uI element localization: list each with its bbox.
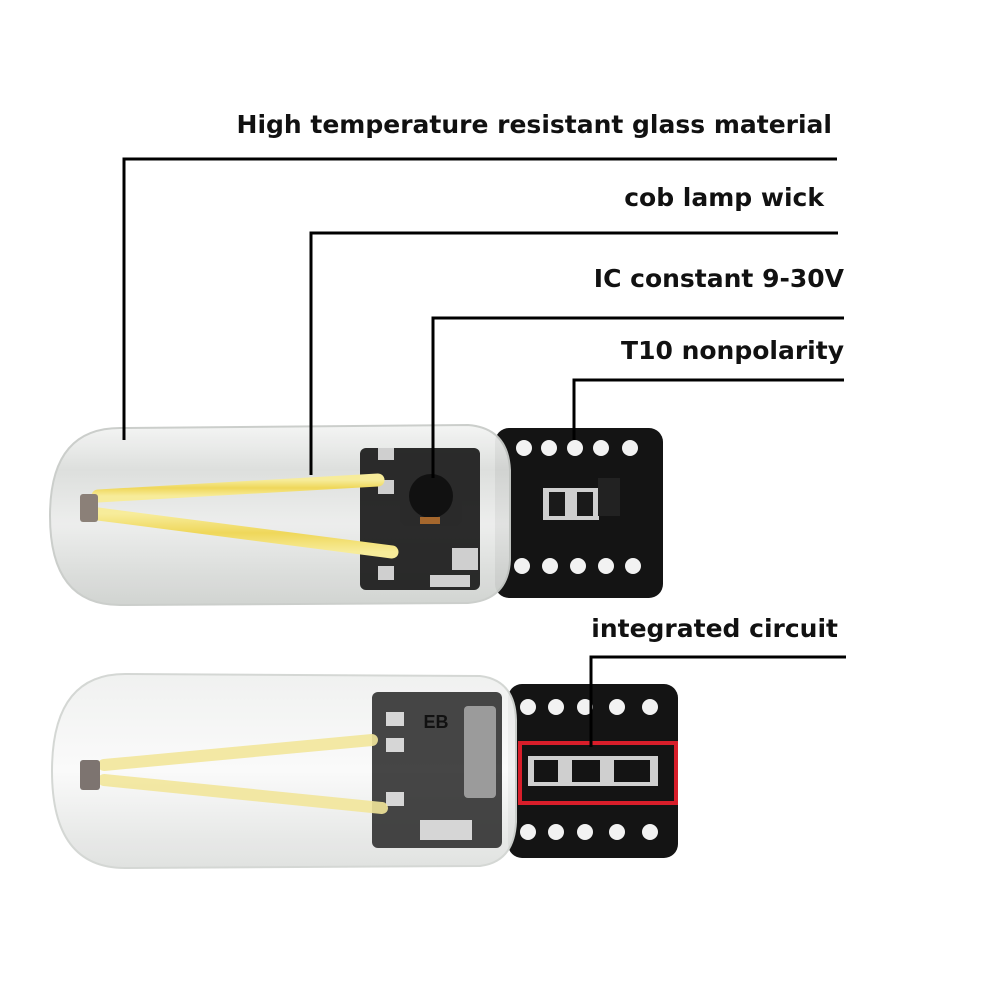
top-smd-components xyxy=(543,478,620,520)
top-filament-upper xyxy=(91,473,385,503)
leader-glass xyxy=(122,157,837,440)
top-ic-inductor xyxy=(400,466,462,526)
top-filament-tip xyxy=(80,494,98,522)
bottom-bulb: EB xyxy=(50,672,678,870)
leader-integrated xyxy=(589,655,846,747)
chip-marking-text: EB xyxy=(423,712,448,732)
integrated-circuit-highlight xyxy=(518,741,678,805)
bottom-inner-board xyxy=(372,692,502,848)
top-bulb xyxy=(48,423,663,607)
bottom-filament-tip xyxy=(80,760,100,790)
bottom-filament-lower xyxy=(98,774,388,814)
bottom-pad-row-lower xyxy=(520,824,658,840)
top-filament-lower xyxy=(91,507,399,559)
leader-t10 xyxy=(572,378,844,440)
bottom-pad-row-upper xyxy=(520,699,658,715)
bottom-smd-components xyxy=(528,756,658,786)
callout-cob-lamp-wick: cob lamp wick xyxy=(624,183,824,212)
callout-glass-material: High temperature resistant glass materia… xyxy=(236,110,832,139)
callout-ic-constant: IC constant 9-30V xyxy=(593,264,844,293)
leader-ic-voltage xyxy=(431,316,844,478)
callout-integrated-circuit: integrated circuit xyxy=(591,614,838,643)
leader-lines xyxy=(122,157,846,747)
top-pad-row-lower xyxy=(514,558,641,574)
callout-t10-nonpolarity: T10 nonpolarity xyxy=(621,336,844,365)
bottom-filament-upper xyxy=(98,734,378,771)
leader-wick xyxy=(309,231,838,475)
top-pad-row-upper xyxy=(516,440,638,456)
